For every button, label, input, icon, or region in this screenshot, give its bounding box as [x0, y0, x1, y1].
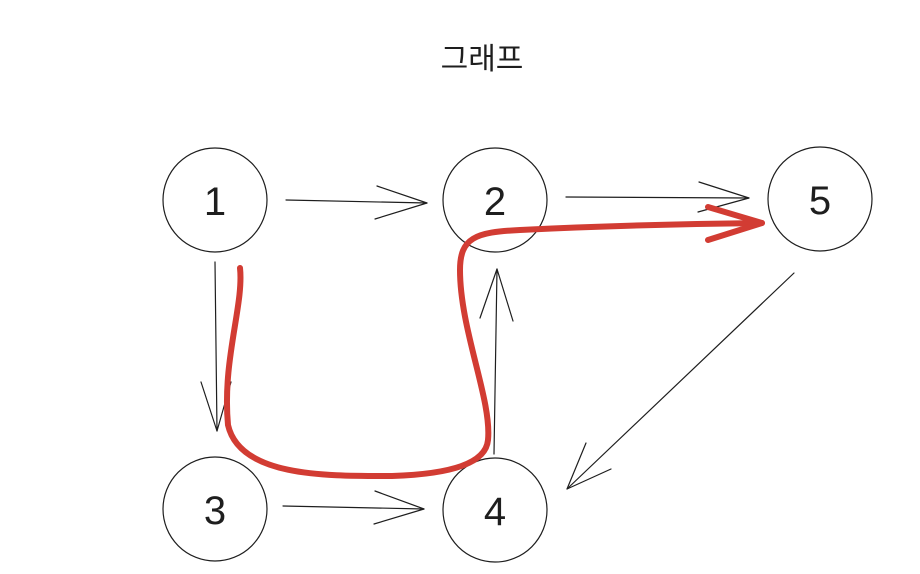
edge-2-to-5	[565, 181, 750, 213]
node-label: 1	[204, 180, 226, 224]
edges	[200, 181, 795, 525]
node-3: 3	[162, 456, 268, 562]
node-4: 4	[442, 457, 548, 563]
node-1: 1	[162, 147, 268, 253]
node-label: 3	[204, 489, 226, 533]
edge-1-to-2	[285, 185, 428, 220]
edge-5-to-4	[566, 272, 795, 490]
diagram-title: 그래프	[441, 42, 524, 77]
node-label: 4	[484, 490, 506, 534]
node-5: 5	[767, 146, 873, 252]
highlighted-path-stroke	[224, 220, 765, 480]
node-label: 2	[484, 180, 506, 224]
edge-3-to-4	[282, 490, 425, 525]
node-label: 5	[809, 179, 831, 223]
nodes: 1 2 5 3 4	[162, 146, 873, 563]
edge-4-to-2	[479, 268, 514, 455]
node-2: 2	[442, 147, 548, 253]
highlighted-path	[224, 204, 765, 480]
highlighted-path-arrowhead	[705, 204, 765, 243]
